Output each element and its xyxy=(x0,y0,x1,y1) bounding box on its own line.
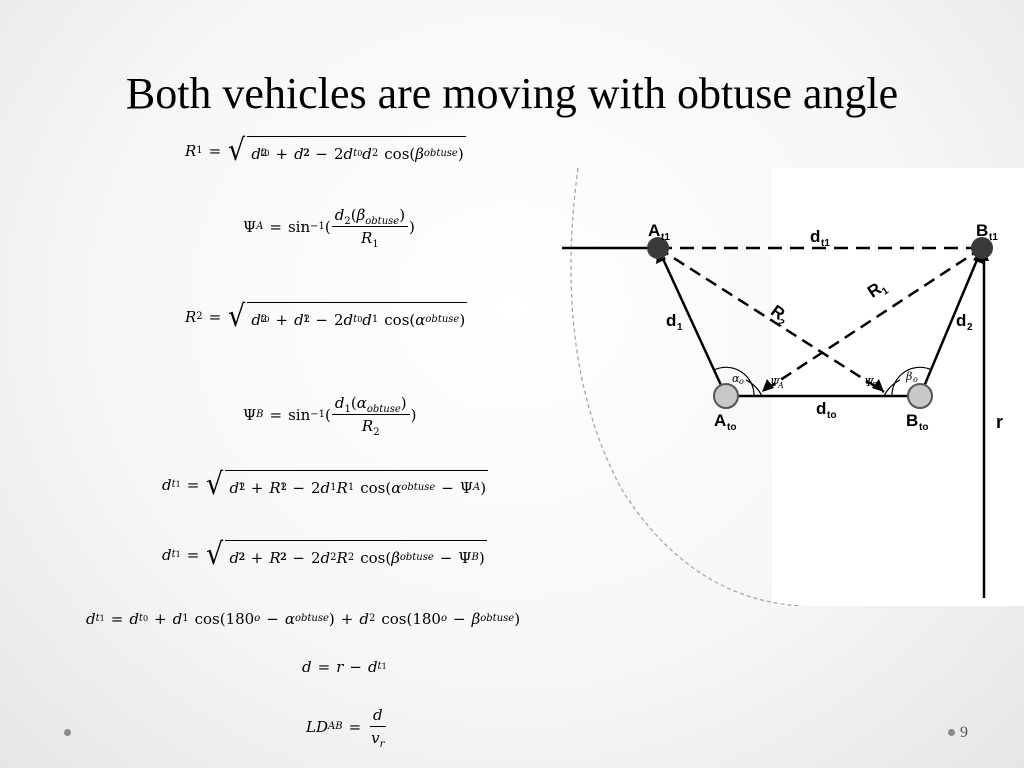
page-number: 9 xyxy=(960,724,968,741)
arrow-r2 xyxy=(872,379,884,392)
label-psi-b-sub: B xyxy=(871,381,878,390)
label-d2-sub: 2 xyxy=(967,322,973,333)
label-a-t1: A xyxy=(648,221,660,240)
label-b-t1-sub: t1 xyxy=(989,232,998,243)
label-b-t0: B xyxy=(906,411,918,430)
label-psi-a-sub: A xyxy=(777,381,784,390)
label-r: r xyxy=(996,412,1003,432)
label-b-t1: B xyxy=(976,221,988,240)
label-r2-sub: 2 xyxy=(775,317,786,329)
label-a-t0-sub: to xyxy=(727,422,736,433)
angle-arc-psi-b xyxy=(883,379,901,397)
node-a-t1 xyxy=(647,237,669,259)
label-d2: d xyxy=(956,311,966,330)
label-d1-sub: 1 xyxy=(677,322,683,333)
label-a-t0: A xyxy=(714,411,726,430)
label-beta0-sub: o xyxy=(913,375,918,384)
line-d2 xyxy=(918,247,984,397)
node-a-t0 xyxy=(713,383,739,409)
label-psi-b: Ψ xyxy=(864,376,874,389)
right-bullet-dot xyxy=(948,729,955,736)
label-dt0-sub: to xyxy=(827,410,836,421)
node-b-t1 xyxy=(971,237,993,259)
label-r1-sub: 1 xyxy=(880,285,891,297)
line-r2 xyxy=(657,246,885,394)
angle-arc-alpha xyxy=(713,366,755,397)
label-beta0: β xyxy=(905,370,912,383)
label-d1: d xyxy=(666,311,676,330)
angle-arc-psi-a xyxy=(745,379,763,397)
label-b-t0-sub: to xyxy=(919,422,928,433)
geometry-svg: A t1 B t1 A to B to d t1 d to d 1 d 2 R … xyxy=(562,167,1024,607)
left-bullet-dot xyxy=(64,729,71,736)
line-d1 xyxy=(656,247,728,397)
label-alpha0-sub: o xyxy=(739,377,744,386)
label-a-t1-sub: t1 xyxy=(661,232,670,243)
arc-boundary xyxy=(570,167,803,607)
arrow-r1 xyxy=(762,379,774,392)
angle-arc-beta xyxy=(891,366,933,397)
label-dt1-sub: t1 xyxy=(821,238,830,249)
line-r1 xyxy=(761,246,983,394)
slide-title: Both vehicles are moving with obtuse ang… xyxy=(125,69,899,118)
label-dt0: d xyxy=(816,399,826,418)
node-b-t0 xyxy=(907,383,933,409)
label-psi-a: Ψ xyxy=(770,376,780,389)
geometry-diagram: A t1 B t1 A to B to d t1 d to d 1 d 2 R … xyxy=(562,160,1024,607)
label-alpha0: α xyxy=(732,372,740,385)
label-dt1: d xyxy=(810,227,820,246)
